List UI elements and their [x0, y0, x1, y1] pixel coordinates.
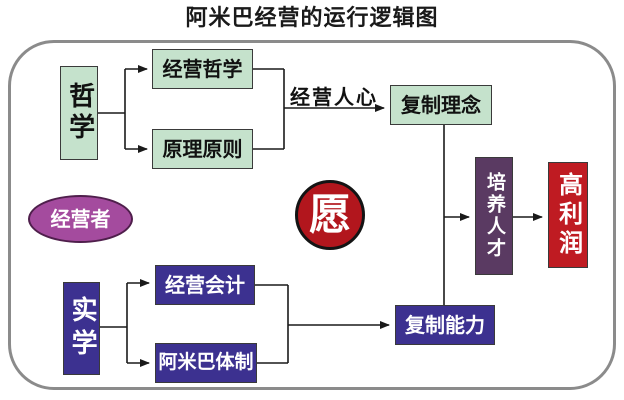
- node-high-profit: 高利润: [548, 162, 588, 268]
- node-philosophy: 哲学: [60, 66, 98, 160]
- diagram-frame: [8, 40, 616, 390]
- node-cultivate-talent: 培养人才: [475, 157, 513, 275]
- node-copy-ability: 复制能力: [395, 305, 495, 345]
- node-copy-idea: 复制理念: [390, 85, 492, 125]
- node-management-philosophy: 经营哲学: [152, 49, 253, 89]
- node-manager: 经营者: [28, 195, 133, 243]
- node-management-accounting: 经营会计: [155, 265, 255, 305]
- node-amoeba-system: 阿米巴体制: [155, 343, 257, 383]
- edge-label-managing-hearts: 经营人心: [290, 85, 378, 109]
- diagram-title: 阿米巴经营的运行逻辑图: [185, 6, 439, 31]
- node-principles: 原理原则: [152, 129, 253, 169]
- node-practical-study: 实学: [63, 282, 100, 375]
- node-wish: 愿: [295, 180, 365, 250]
